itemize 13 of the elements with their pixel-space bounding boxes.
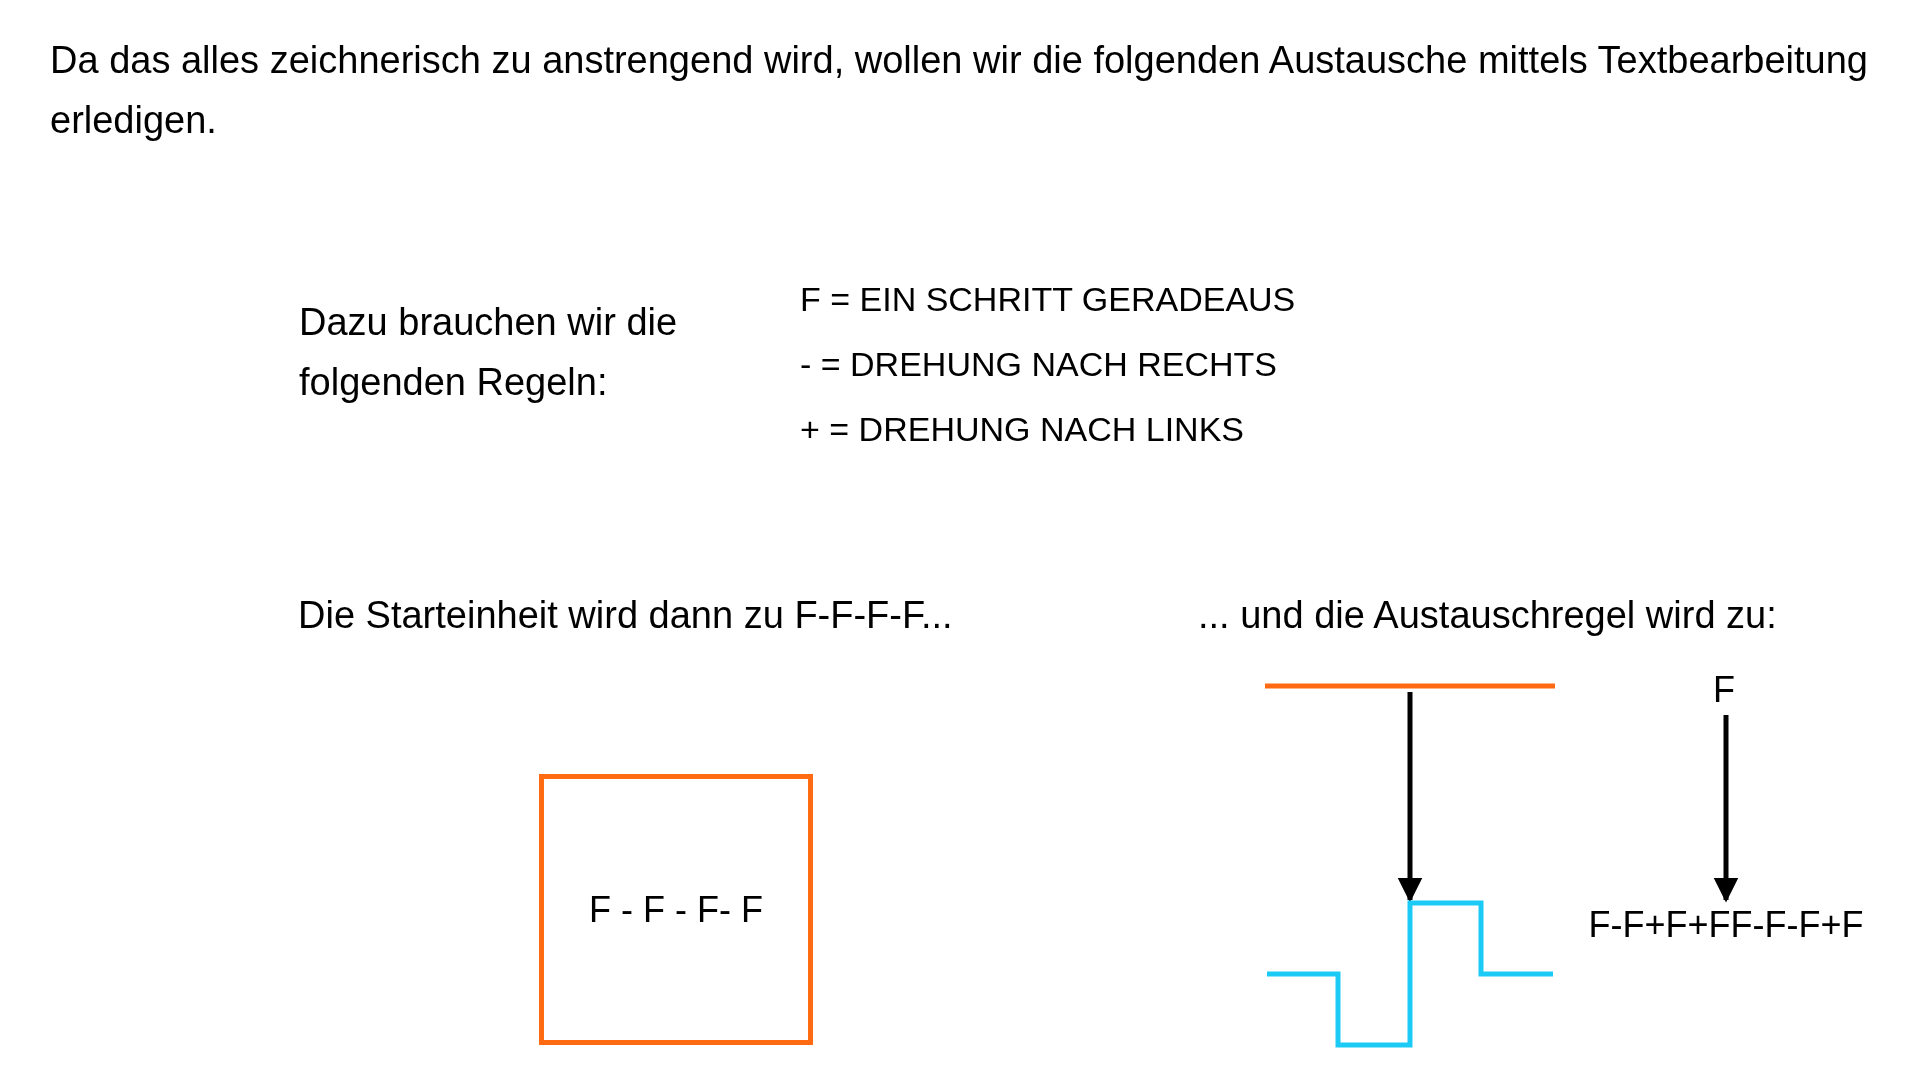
square-box: F - F - F- F — [539, 774, 813, 1045]
arrow — [1713, 715, 1739, 903]
heading-text: Da das alles zeichnerisch zu anstrengend wird, wollen wir die folgenden Austausche mittels Textbearbeitung erledigen. — [50, 38, 1869, 143]
step-line — [1265, 900, 1555, 1048]
node-text: F — [1700, 665, 1748, 715]
label-text: Dazu brauchen wir die folgenden Regeln: — [299, 300, 679, 405]
arrow — [1397, 692, 1423, 903]
label-text: Die Starteinheit wird dann zu F-F-F-F... — [298, 593, 954, 638]
label-text: F = EIN SCHRITT GERADEAUS — [800, 279, 1297, 320]
node-text: F-F+F+FF-F-F+F — [1576, 900, 1876, 950]
label-text: + = DREHUNG NACH LINKS — [800, 409, 1245, 450]
label-text: - = DREHUNG NACH RECHTS — [800, 344, 1278, 385]
label-text: ... und die Austauschregel wird zu: — [1198, 593, 1778, 638]
